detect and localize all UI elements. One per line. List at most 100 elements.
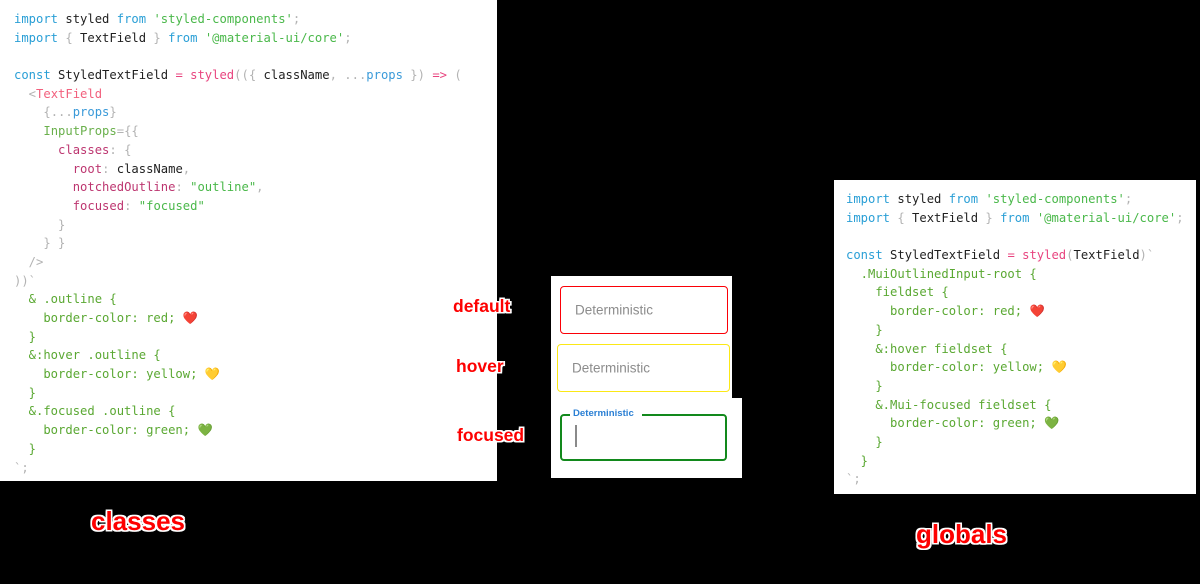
code-token: ;: [1124, 192, 1133, 206]
code-line: border-color: green; 💚: [14, 421, 497, 440]
code-token: border-color: green;: [846, 416, 1045, 431]
textfield-default[interactable]: Deterministic: [560, 286, 728, 334]
code-line: InputProps={{: [14, 122, 497, 141]
code-token: border-color: yellow;: [846, 360, 1052, 375]
code-line: ))`: [14, 272, 497, 291]
code-line: &.focused .outline {: [14, 402, 497, 421]
code-line: border-color: red; ❤️: [846, 302, 1196, 321]
annotation-classes: classes: [91, 506, 185, 536]
code-token: }: [846, 322, 883, 337]
code-token: border-color: green;: [14, 423, 198, 438]
code-line: }: [14, 216, 497, 235]
annotation-hover: hover: [456, 356, 504, 376]
code-line: `;: [846, 470, 1196, 489]
code-line: `;: [14, 459, 497, 478]
code-token: `;: [846, 472, 861, 487]
code-token: =: [175, 68, 183, 83]
code-line: classes: {: [14, 141, 497, 160]
code-token: StyledTextField: [890, 248, 1001, 263]
code-line: notchedOutline: "outline",: [14, 178, 497, 197]
code-token: &.focused .outline {: [14, 404, 176, 419]
code-line: import { TextField } from '@material-ui/…: [14, 29, 497, 48]
code-token: )`: [1139, 248, 1155, 263]
code-token: root: [72, 161, 103, 176]
code-token: }: [846, 434, 883, 449]
code-token: } }: [14, 236, 66, 251]
code-token: from: [116, 12, 147, 26]
textfield-focused-floating-label: Deterministic: [573, 408, 634, 419]
code-token: StyledTextField: [58, 68, 169, 83]
code-token: <: [14, 86, 37, 101]
code-token: from: [1000, 210, 1030, 225]
heart-icon: 💛: [1051, 360, 1067, 375]
code-token: }: [14, 217, 66, 232]
code-line: }: [846, 321, 1196, 340]
code-token: ;: [1176, 210, 1184, 225]
code-token: =>: [432, 68, 448, 83]
code-block-globals: import styled from 'styled-components'; i…: [834, 180, 1196, 494]
code-token: import: [846, 210, 891, 225]
code-token: 'styled-components': [153, 12, 293, 26]
code-token: [14, 180, 73, 194]
code-token: TextField: [912, 210, 979, 225]
code-token: TextField: [36, 86, 103, 101]
code-token: ,: [256, 180, 264, 195]
code-token: {: [890, 210, 913, 225]
annotation-globals: globals: [916, 519, 1008, 549]
code-line: } }: [14, 234, 497, 253]
annotation-focused: focused: [457, 425, 525, 445]
code-token: from: [948, 192, 979, 206]
code-token: &:hover fieldset {: [846, 341, 1008, 356]
textfield-focused[interactable]: Deterministic: [560, 408, 727, 461]
code-line: }: [14, 328, 497, 347]
code-line: border-color: red; ❤️: [14, 309, 497, 328]
code-line: <TextField: [14, 85, 497, 104]
code-token: styled: [1022, 248, 1067, 263]
code-block-classes: import styled from 'styled-components';i…: [0, 0, 497, 481]
code-line: &:hover fieldset {: [846, 340, 1196, 359]
code-token: border-color: yellow;: [14, 367, 205, 382]
code-token: TextField: [80, 30, 147, 45]
code-line: border-color: yellow; 💛: [14, 365, 497, 384]
code-line: & .outline {: [14, 290, 497, 309]
code-token: [1029, 211, 1036, 225]
code-token: props: [366, 68, 403, 83]
code-token: classes: [58, 142, 110, 157]
code-token: styled: [897, 192, 942, 206]
textfield-hover-value: Deterministic: [572, 360, 651, 376]
code-token: "outline": [190, 180, 257, 195]
code-token: }: [978, 210, 1001, 225]
code-token: ))`: [14, 273, 37, 288]
code-token: =: [1007, 248, 1015, 263]
code-token: 'styled-components': [985, 192, 1125, 206]
code-token: className: [116, 161, 183, 176]
code-token: [941, 192, 948, 206]
code-line: const StyledTextField = styled(({ classN…: [14, 66, 497, 85]
code-token: {: [58, 30, 81, 45]
code-token: }: [846, 378, 883, 393]
code-line: }: [14, 384, 497, 403]
code-line: const StyledTextField = styled(TextField…: [846, 246, 1196, 265]
code-token: [197, 31, 204, 45]
code-line: }: [846, 377, 1196, 396]
textfield-hover[interactable]: Deterministic: [557, 344, 730, 392]
code-line: />: [14, 253, 497, 272]
code-token: (: [1066, 248, 1074, 263]
code-token: ...: [50, 105, 73, 120]
code-token: TextField: [1073, 248, 1140, 263]
code-token: import: [846, 192, 891, 206]
code-line: focused: "focused": [14, 197, 497, 216]
outline-notch: [570, 413, 642, 416]
code-token: ...: [344, 68, 367, 83]
code-token: ((: [234, 68, 249, 83]
code-token: [14, 162, 73, 176]
code-token: styled: [190, 68, 235, 83]
code-line: border-color: green; 💚: [846, 414, 1196, 433]
code-token: .MuiOutlinedInput-root {: [846, 266, 1037, 281]
code-token: (: [447, 68, 462, 83]
code-token: ): [417, 68, 433, 83]
code-token: border-color: red;: [14, 311, 183, 325]
code-token: props: [72, 105, 110, 120]
code-line: import styled from 'styled-components';: [14, 10, 497, 29]
code-token: focused: [72, 198, 125, 213]
